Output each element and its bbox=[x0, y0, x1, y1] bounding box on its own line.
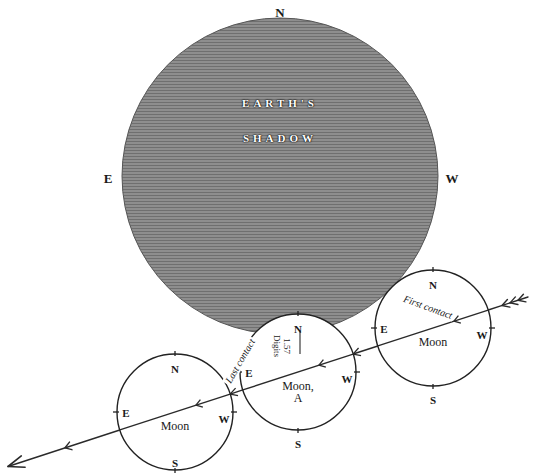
moon-path-tail bbox=[488, 297, 528, 310]
compass-tick bbox=[432, 384, 433, 389]
contact-note: Last contact bbox=[222, 335, 258, 387]
compass-tick bbox=[297, 428, 298, 433]
compass-letter: E bbox=[104, 172, 113, 186]
compass-tick bbox=[231, 411, 237, 412]
moon-name: Moon, A bbox=[281, 380, 315, 404]
compass-tick bbox=[174, 351, 175, 356]
shadow-outline bbox=[122, 18, 438, 334]
compass-letter: N bbox=[294, 323, 302, 335]
compass-tick bbox=[432, 267, 433, 272]
moon-circle bbox=[117, 354, 233, 470]
compass-letter: W bbox=[477, 329, 488, 341]
compass-letter: W bbox=[446, 172, 459, 186]
compass-letter: N bbox=[429, 279, 437, 291]
compass-letter: S bbox=[430, 394, 436, 406]
arrow-head bbox=[8, 456, 25, 467]
arrow-feathers bbox=[502, 294, 526, 307]
shadow-title: EARTH'S SHADOW bbox=[230, 86, 330, 156]
moon-path-connector bbox=[353, 346, 378, 354]
direction-chevron bbox=[319, 360, 326, 368]
contact-note: First contact bbox=[400, 292, 456, 321]
direction-chevron bbox=[454, 316, 461, 324]
compass-tick bbox=[489, 327, 495, 328]
moon-circle bbox=[375, 270, 491, 386]
compass-letter: E bbox=[245, 367, 252, 379]
compass-letter: N bbox=[171, 363, 179, 375]
compass-tick bbox=[354, 371, 360, 372]
moon-name: Moon bbox=[161, 420, 190, 432]
compass-letter: S bbox=[172, 457, 178, 469]
compass-tick bbox=[113, 411, 119, 412]
moon-path-connector bbox=[230, 390, 243, 394]
direction-chevron bbox=[196, 400, 203, 408]
digits-note: 1.57 Digits bbox=[272, 331, 292, 361]
compass-letter: W bbox=[342, 373, 353, 385]
compass-letter: E bbox=[122, 407, 129, 419]
moon-name: Moon bbox=[419, 336, 448, 348]
compass-letter: W bbox=[219, 413, 230, 425]
compass-tick bbox=[297, 311, 298, 316]
moon-circle bbox=[240, 314, 356, 430]
compass-letter: E bbox=[380, 323, 387, 335]
shadow-disc bbox=[122, 18, 438, 334]
compass-letter: N bbox=[275, 6, 284, 20]
earth-shadow: EARTH'S SHADOW bbox=[122, 18, 438, 334]
compass-letter: S bbox=[295, 438, 301, 450]
compass-tick bbox=[371, 327, 377, 328]
direction-chevron bbox=[65, 442, 72, 450]
moon-path-lead bbox=[8, 430, 120, 467]
